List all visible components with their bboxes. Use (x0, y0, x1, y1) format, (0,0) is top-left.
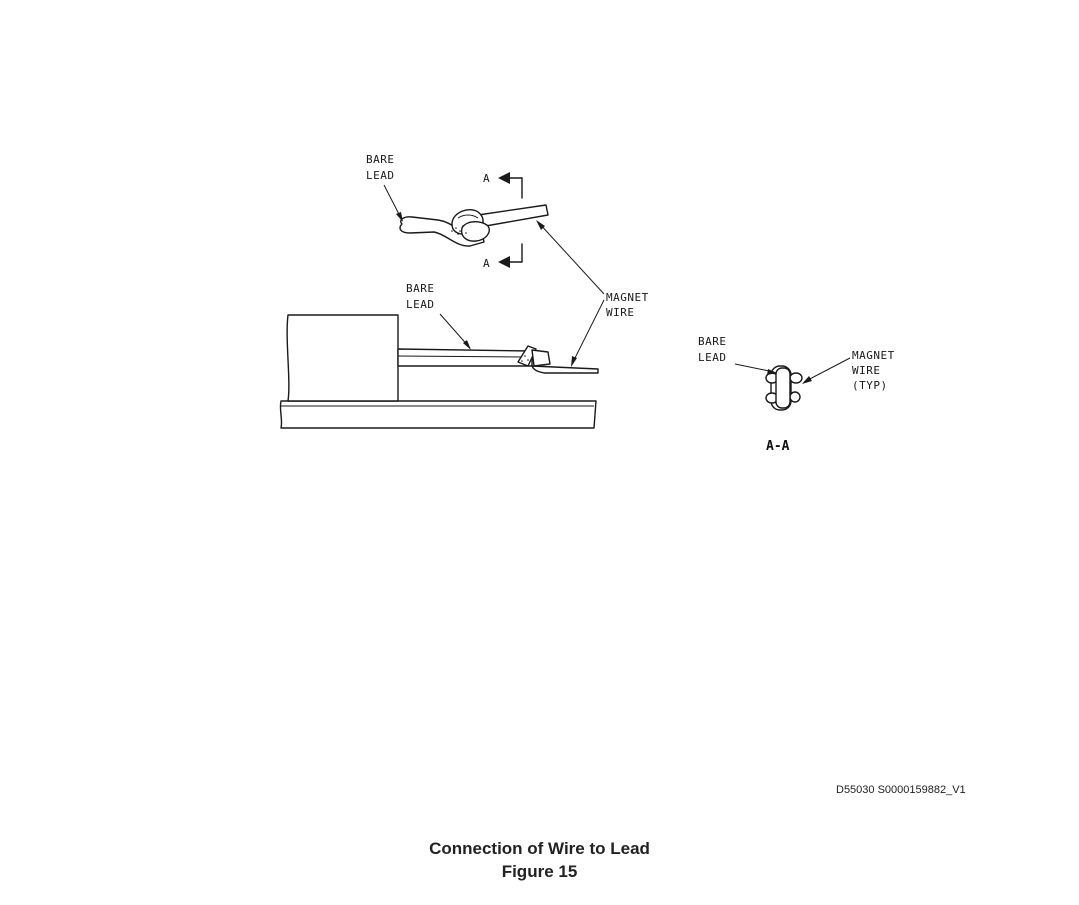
section-marker-bottom: A (483, 257, 490, 270)
side-view-connection (279, 314, 599, 429)
caption-title: Connection of Wire to Lead (429, 839, 650, 858)
label-text: LEAD (366, 169, 395, 182)
section-title: A-A (766, 439, 790, 454)
top-view-connection: A A (399, 172, 549, 270)
document-id: D55030 S0000159882_V1 (836, 784, 966, 796)
label-bare-lead-top: BARE LEAD (366, 153, 403, 222)
label-magnet-wire: MAGNET WIRE (536, 220, 649, 367)
label-text: (TYP) (852, 379, 888, 392)
caption-figure-number: Figure 15 (501, 862, 578, 881)
label-magnet-wire-section: MAGNET WIRE (TYP) (802, 349, 895, 392)
section-marker-top: A (483, 172, 490, 185)
label-bare-lead-section: BARE LEAD (698, 335, 777, 375)
label-text: BARE (698, 335, 727, 348)
label-text: WIRE (852, 364, 881, 377)
figure-caption: Connection of Wire to Lead Figure 15 (0, 837, 1079, 883)
label-text: BARE (406, 282, 435, 295)
label-text: BARE (366, 153, 395, 166)
label-text: MAGNET (606, 291, 649, 304)
label-text: WIRE (606, 306, 635, 319)
label-text: MAGNET (852, 349, 895, 362)
label-text: LEAD (406, 298, 435, 311)
label-text: LEAD (698, 351, 727, 364)
label-bare-lead-side: BARE LEAD (406, 282, 471, 350)
section-view-a-a: A-A (765, 365, 803, 454)
